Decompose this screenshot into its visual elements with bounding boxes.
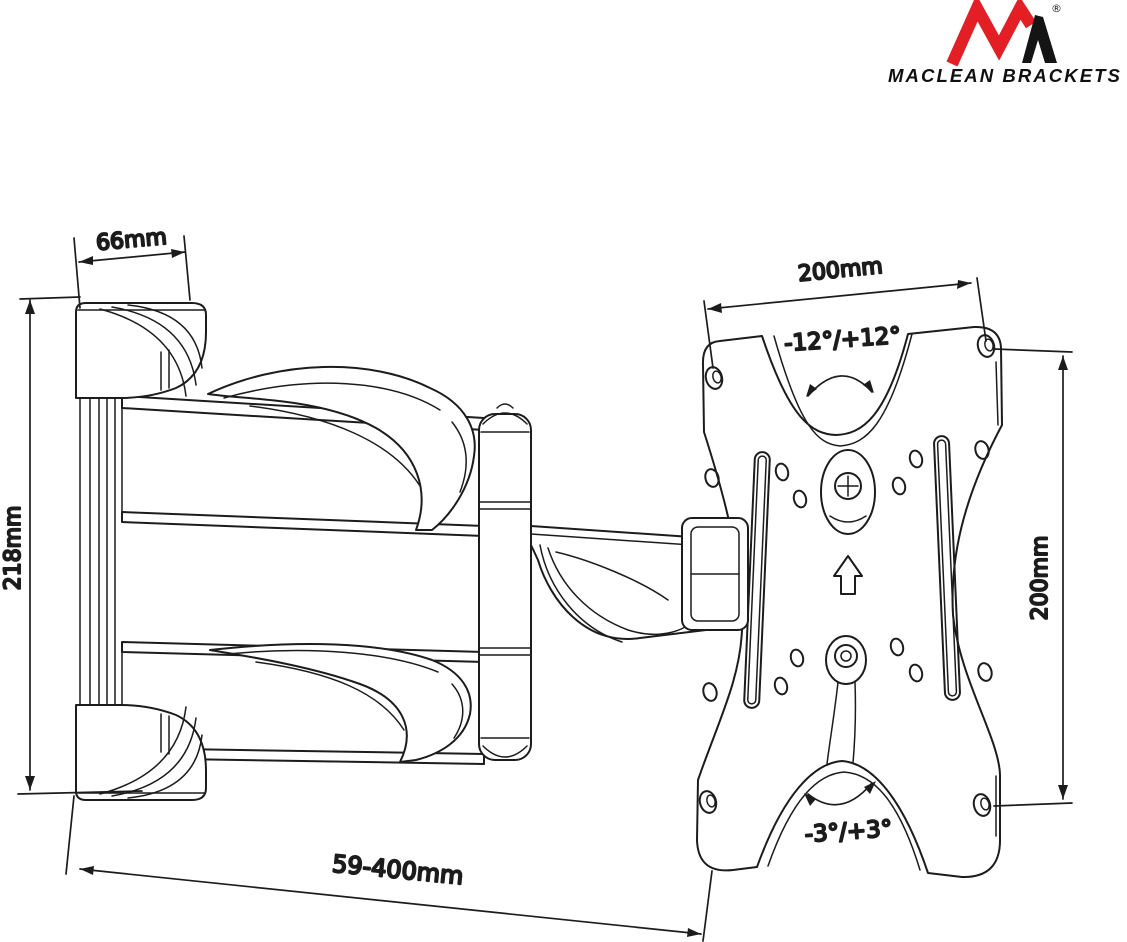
dimension-wall-plate-width: 66mm [73,224,191,309]
label-200mm-height: 200mm [1028,536,1053,621]
up-arrow-icon [833,555,863,595]
mounting-holes [702,440,993,702]
label-tilt-range: -3°/+3° [804,816,893,848]
brand-logo: ® MACLEAN BRACKETS [888,0,1122,86]
maclean-m-logo-black [1022,15,1057,63]
lower-arm [121,641,485,765]
label-200mm-width: 200mm [797,254,884,287]
maclean-m-logo-red [946,0,1037,67]
vesa-plate [696,325,1003,879]
dimension-extension-range: 59-400mm [65,795,713,942]
plate-arm [530,525,707,643]
brand-wordmark: MACLEAN BRACKETS [888,66,1122,86]
dimension-vesa-height: 200mm [993,348,1073,807]
label-swivel-range: -12°/+12° [783,323,901,357]
annotation-tilt: -3°/+3° [803,781,894,849]
plate-mount-bracket [681,517,749,631]
label-218mm: 218mm [1,506,26,591]
wall-plate [75,302,207,801]
annotation-swivel: -12°/+12° [782,322,903,397]
upper-arm [121,366,485,537]
pivot-hinge [478,403,532,761]
dimension-wall-plate-height: 218mm [0,296,143,795]
registered-trademark-icon: ® [1051,2,1062,15]
label-66mm: 66mm [95,225,168,256]
label-59-400mm: 59-400mm [331,850,465,891]
corner-holes [698,334,996,817]
